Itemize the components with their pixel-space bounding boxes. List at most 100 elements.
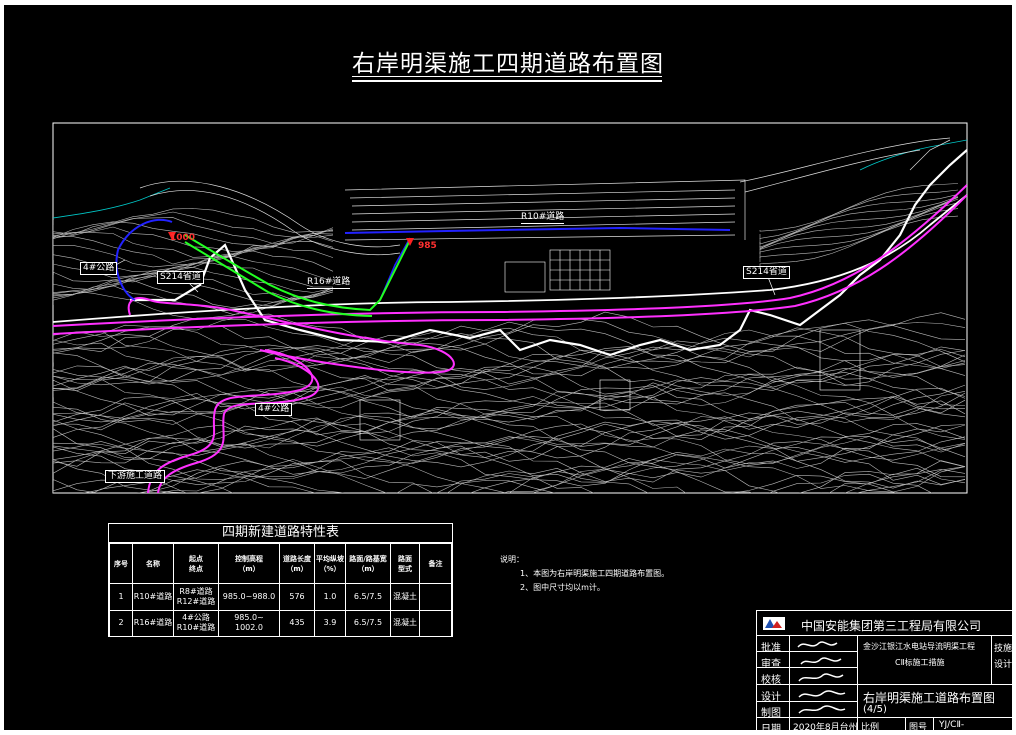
- contour-line: [759, 202, 959, 258]
- cell: 3.9: [314, 609, 346, 637]
- contour-line: [53, 459, 966, 493]
- contour-line: [53, 423, 966, 469]
- stage-label: 技施: [994, 644, 1013, 654]
- contour-line: [53, 440, 966, 485]
- contour-line: [53, 365, 966, 406]
- cell: [419, 583, 452, 611]
- contour-line: [53, 474, 896, 493]
- road-r10-left: [115, 218, 173, 301]
- river-edge-right: [859, 139, 967, 171]
- contour-line: [759, 197, 959, 250]
- cell: 混凝土: [390, 583, 420, 611]
- note-item: 2、图中尺寸均以m计。: [520, 583, 605, 592]
- contour-line: [53, 262, 334, 290]
- col-header: 平均纵坡（%）: [314, 543, 346, 584]
- date-value: 2020年8月台州: [793, 723, 858, 733]
- contour-line: [759, 198, 959, 254]
- contour-line: [53, 345, 966, 390]
- elevation-marker-left: [168, 232, 176, 240]
- contour-line: [759, 215, 959, 266]
- road-s214-edge: [53, 194, 967, 335]
- row-label: 审查: [761, 659, 781, 670]
- contour-line: [759, 183, 959, 232]
- contour-line: [53, 344, 966, 388]
- cell: [419, 609, 452, 637]
- col-header: 备注: [419, 543, 452, 584]
- contour-line: [53, 327, 966, 372]
- contour-lines: [53, 183, 966, 493]
- contour-line: [53, 382, 966, 425]
- scale-label: 比例: [861, 723, 880, 733]
- label-road-s214-right: S214省道: [743, 266, 790, 279]
- cell: 6.5/7.5: [345, 609, 391, 637]
- number-label: 图号: [909, 723, 928, 733]
- label-road-r10: R10#道路: [521, 212, 565, 224]
- contour-line: [53, 221, 334, 248]
- stage-label-2: 设计: [994, 660, 1013, 670]
- cell: 6.5/7.5: [345, 583, 391, 611]
- contour-line: [759, 194, 959, 245]
- contour-line: [53, 317, 966, 358]
- contour-line: [53, 241, 334, 268]
- contour-line: [82, 473, 933, 493]
- row-label: 批准: [761, 643, 781, 654]
- company-logo-icon: [763, 617, 785, 630]
- col-header: 控制高程（m）: [218, 543, 280, 584]
- col-header: 路面型式: [390, 543, 420, 584]
- contour-line: [53, 349, 966, 392]
- row-label: 制图: [761, 708, 781, 719]
- contour-line: [53, 234, 334, 265]
- road-spec-table: 四期新建道路特性表 序号 名称 起点终点 控制高程（m） 道路长度（m） 平均纵…: [108, 523, 453, 637]
- label-road-r16: R16#道路: [307, 277, 351, 289]
- sheet-title: 右岸明渠施工道路布置图: [863, 691, 996, 705]
- label-elevation-right: 985: [418, 241, 437, 251]
- row-label: 设计: [761, 692, 781, 703]
- contour-line: [53, 290, 334, 319]
- site-boundary: [130, 149, 967, 357]
- river-edge: [53, 187, 171, 219]
- contour-line: [53, 423, 966, 469]
- label-road-4-upper: 4#公路: [80, 262, 118, 275]
- contour-line: [53, 217, 334, 244]
- cell: 435: [279, 609, 315, 637]
- cell: R10#道路: [132, 583, 174, 611]
- col-header: 起点终点: [173, 543, 219, 584]
- number-value: YJ/CⅡ-: [939, 720, 965, 730]
- contour-line: [759, 196, 959, 249]
- cell: 1: [109, 583, 133, 611]
- table-title: 四期新建道路特性表: [109, 524, 452, 543]
- contour-line: [53, 454, 966, 493]
- title-block: 中国安能集团第三工程局有限公司 批准 审查 校核 设计 制图 金沙江银江水电站导…: [756, 610, 1014, 735]
- col-header: 序号: [109, 543, 133, 584]
- note-item: 1、本图为右岸明渠施工四期道路布置图。: [520, 569, 670, 578]
- drawing-title: 右岸明渠施工四期道路布置图: [352, 51, 664, 77]
- col-header: 道路长度（m）: [279, 543, 315, 584]
- cell: 985.0~1002.0: [218, 609, 280, 637]
- contour-line: [53, 255, 334, 283]
- contour-line: [53, 458, 966, 493]
- contour-line: [53, 266, 334, 294]
- cell: 985.0~988.0: [218, 583, 280, 611]
- contour-line: [53, 345, 966, 385]
- title-underline-thick: [352, 80, 662, 82]
- contour-line: [53, 436, 966, 479]
- row-label: 校核: [761, 675, 781, 686]
- contour-line: [53, 245, 334, 272]
- cell: 1.0: [314, 583, 346, 611]
- contour-line: [53, 362, 966, 408]
- contour-line: [53, 406, 966, 453]
- road-edge-white: [53, 194, 967, 323]
- road-4-lower-edge: [157, 357, 320, 493]
- drawing-notes: 说明： 1、本图为右岸明渠施工四期道路布置图。 2、图中尺寸均以m计。: [500, 553, 669, 595]
- contour-line: [53, 208, 334, 235]
- contour-line: [53, 322, 966, 366]
- label-road-s214-left: S214省道: [157, 271, 204, 284]
- contour-line: [53, 374, 966, 416]
- label-road-downstream: 下游施工道路: [105, 470, 166, 483]
- project-name: 金沙江银江水电站导流明渠工程: [863, 642, 975, 651]
- excavation-benches: [139, 137, 951, 255]
- cell: 576: [279, 583, 315, 611]
